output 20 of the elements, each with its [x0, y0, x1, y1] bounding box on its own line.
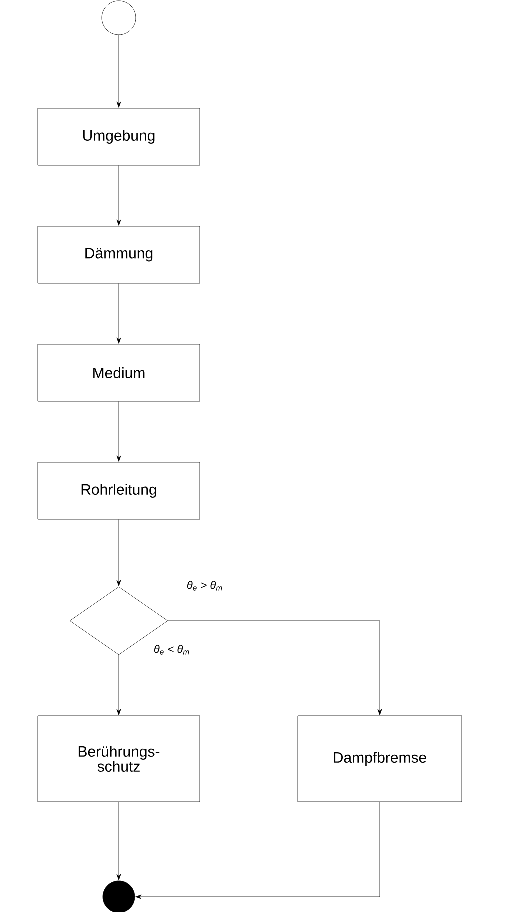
edge-label: θ$_{e}$ > θ$_{m}$ — [186, 580, 224, 592]
process-box: Medium — [38, 344, 200, 402]
arrow — [136, 802, 380, 900]
arrow — [116, 34, 122, 108]
arrow — [116, 520, 122, 586]
arrow — [116, 655, 122, 716]
arrow — [116, 284, 122, 344]
arrow — [116, 166, 122, 226]
start-circle — [102, 0, 136, 36]
edge-label: θ$_{e}$ < θ$_{m}$ — [152, 644, 192, 656]
end-circle — [102, 880, 136, 912]
arrow — [116, 802, 122, 880]
arrow — [168, 620, 382, 716]
decision-diamond — [70, 586, 168, 656]
process-box: Dampfbremse — [298, 716, 462, 802]
process-box: Dämmung — [38, 226, 200, 284]
process-box: Rohrleitung — [38, 462, 200, 520]
process-box: Berührungs- schutz — [38, 716, 200, 802]
process-box: Umgebung — [38, 108, 200, 166]
arrow — [116, 402, 122, 462]
